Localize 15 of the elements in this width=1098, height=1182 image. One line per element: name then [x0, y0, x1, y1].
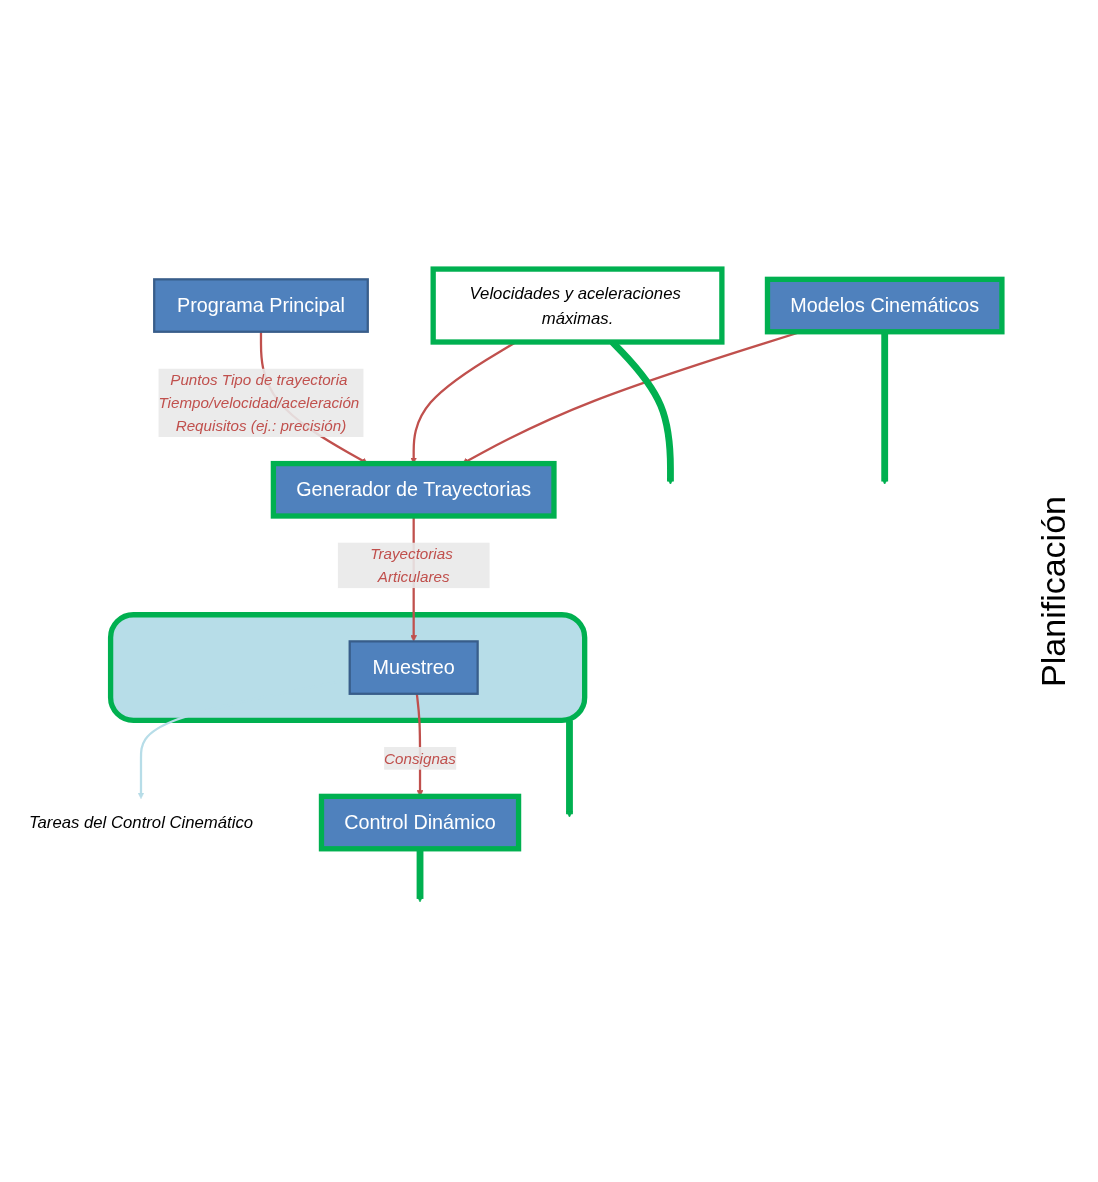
node-text: Tareas del Control Cinemático: [28, 813, 254, 833]
edge-label: Consignas: [384, 750, 456, 767]
cluster: [107, 612, 588, 724]
section-label: Planificación: [1033, 495, 1073, 687]
node-box: Generador de Trayectorias: [270, 461, 557, 519]
edge-label: Trayectorias Articulares: [370, 545, 453, 586]
edge-label: Puntos Tipo de trayectoria Tiempo/velocidad/aceleración Requisitos (ej.: precisión): [158, 371, 360, 435]
node-box: Velocidades y aceleraciones máximas.: [430, 266, 725, 345]
arrow: [566, 720, 573, 818]
arrow: [416, 848, 424, 903]
node-box: Muestreo: [348, 640, 479, 696]
arrow: [881, 331, 889, 485]
node-box: Modelos Cinemáticos: [764, 276, 1005, 335]
node-box: Control Dinámico: [318, 793, 522, 852]
node-box: Programa Principal: [153, 278, 369, 334]
